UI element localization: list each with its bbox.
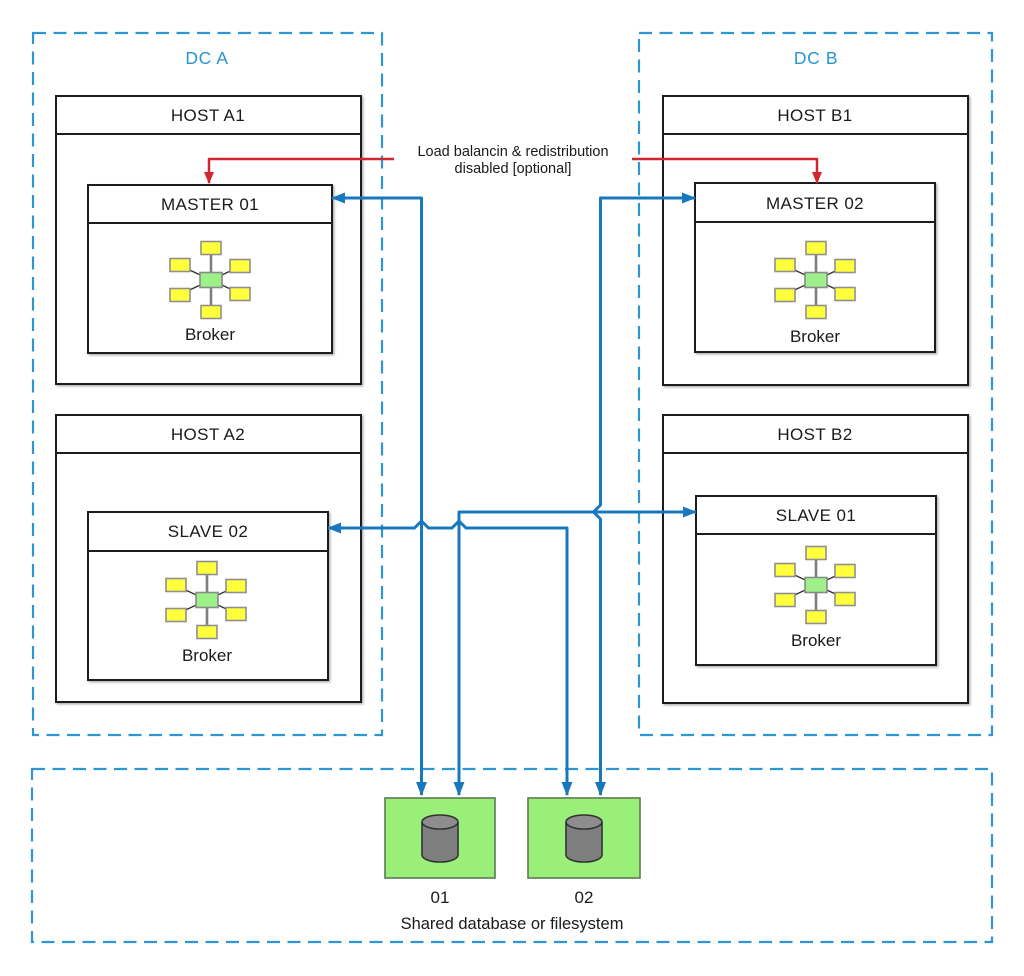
broker-caption-slave-02: Broker [182,646,232,665]
host-a2-title: HOST A2 [171,425,245,444]
broker-caption-slave-01: Broker [791,631,841,650]
database-02-label: 02 [575,888,594,907]
broker-title-master-01: MASTER 01 [161,195,259,214]
host-a1: HOST A1 MASTER 01 Broker [55,95,362,385]
arrow-slave02-db02 [327,519,573,796]
shared-storage: 01 02 Shared database or filesystem [384,797,641,933]
dc-b-label: DC B [794,48,838,68]
host-b1: HOST B1 MASTER 02 Broker [662,95,969,386]
broker-title-slave-01: SLAVE 01 [776,506,856,525]
database-icon-02 [565,814,603,863]
broker-title-slave-02: SLAVE 02 [168,522,248,541]
dc-a-label: DC A [185,48,228,68]
host-a2: HOST A2 SLAVE 02 Broker [55,414,362,703]
storage-label: Shared database or filesystem [401,915,624,933]
host-b2-title: HOST B2 [777,425,852,444]
arrow-slave01-db01 [453,506,697,796]
annotation-line2: disabled [optional] [455,161,572,177]
host-b1-title: HOST B1 [777,106,852,125]
annotation-line1: Load balancin & redistribution [417,144,608,160]
database-01-label: 01 [431,888,450,907]
database-icon-01 [421,814,459,863]
annotation-background [394,141,632,181]
broker-caption-master-01: Broker [185,325,235,344]
host-b2: HOST B2 SLAVE 01 Broker [662,414,969,704]
dc-b-container [637,31,994,737]
host-a1-title: HOST A1 [171,106,245,125]
broker-caption-master-02: Broker [790,327,840,346]
broker-title-master-02: MASTER 02 [766,194,864,213]
